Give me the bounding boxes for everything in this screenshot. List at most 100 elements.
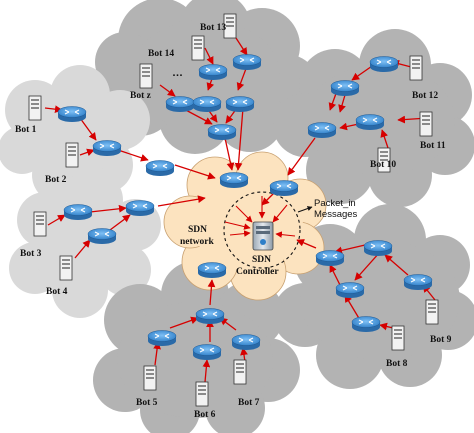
- link-rb-sdn: [296, 239, 317, 249]
- router-icon: [231, 334, 261, 350]
- link-r-r11: [329, 264, 341, 286]
- link-lt-mid: [117, 149, 149, 162]
- link-bot3-r: [47, 214, 66, 226]
- bot-host-icon: [377, 147, 391, 173]
- link-r-r6: [338, 94, 346, 113]
- bot-host-icon: [223, 13, 237, 39]
- link-r-r9: [334, 244, 366, 255]
- label-bot-14: Bot 14: [148, 49, 174, 59]
- label-bot-9: Bot 9: [430, 335, 452, 345]
- bot-host-icon: [391, 325, 405, 351]
- bot-host-icon: [233, 359, 247, 385]
- label-bot-2: Bot 2: [45, 175, 67, 185]
- router-icon: [307, 122, 337, 138]
- link-r-r12: [344, 294, 361, 321]
- bot-host-icon: [139, 63, 153, 89]
- label-bot-z: Bot z: [130, 91, 152, 101]
- router-icon: [369, 56, 399, 72]
- router-icon: [363, 240, 393, 256]
- link-rt-r: [287, 137, 316, 176]
- label-bot-7: Bot 7: [238, 398, 260, 408]
- link-rt-sdn: [261, 191, 276, 206]
- router-icon: [145, 160, 175, 176]
- router-icon: [57, 106, 87, 122]
- router-icon: [330, 80, 360, 96]
- ctrl-arrow-1: [235, 205, 253, 223]
- link-bot5-r: [153, 341, 161, 366]
- router-icon: [192, 344, 222, 360]
- link-bot14-r: [204, 47, 214, 65]
- bot-host-icon: [28, 95, 42, 121]
- router-icon: [192, 96, 222, 112]
- sdn-network-cloud: [163, 151, 327, 301]
- ctrl-arrow-3: [272, 204, 288, 223]
- label-sdn-network-2: network: [180, 237, 214, 247]
- router-icon: [165, 96, 195, 112]
- controller-boundary: [223, 191, 301, 269]
- link-r-r8: [384, 254, 409, 276]
- bot-host-icon: [425, 299, 439, 325]
- router-icon: [125, 200, 155, 216]
- labels: Bot 1 Bot 2 Bot 3 Bot 4 Bot 5 Bot 6 Bot …: [15, 23, 452, 420]
- link-r-r3: [109, 214, 131, 231]
- label-bot-13: Bot 13: [200, 23, 226, 33]
- link-r13-r: [236, 65, 248, 91]
- label-packet-in-2: Messages: [314, 209, 358, 220]
- label-bot-1: Bot 1: [15, 125, 37, 135]
- router-icon: [351, 316, 381, 332]
- link-botz-r: [159, 84, 176, 97]
- router-icon: [87, 228, 117, 244]
- bot-host-icon: [409, 55, 423, 81]
- link-r-r16: [207, 279, 216, 306]
- router-icon: [232, 54, 262, 70]
- router-icon: [63, 204, 93, 220]
- ctrl-arrow-6: [224, 221, 251, 230]
- bot-host-icon: [191, 35, 205, 61]
- bot-host-icon: [33, 211, 47, 237]
- label-sdn-controller-1: SDN: [252, 255, 271, 265]
- router-icon: [207, 124, 237, 140]
- router-icon: [315, 250, 345, 266]
- label-bot-8: Bot 8: [386, 359, 408, 369]
- ellipsis: …: [172, 67, 183, 79]
- bot-host-icon: [143, 365, 157, 391]
- ctrl-arrow-5: [275, 231, 296, 238]
- bot-host-icon: [59, 255, 73, 281]
- link-bot4-r: [74, 239, 91, 259]
- router-icon: [335, 282, 365, 298]
- link-mid-sdn: [174, 164, 216, 180]
- link-bot13-r: [235, 37, 248, 56]
- link-r-r10: [354, 251, 381, 281]
- router-icon: [198, 64, 228, 80]
- ctrl-arrow-4: [229, 230, 251, 237]
- router-icon: [269, 180, 299, 196]
- label-bot-10: Bot 10: [370, 160, 396, 170]
- label-bot-5: Bot 5: [136, 398, 158, 408]
- cloud-left-top: [0, 65, 150, 203]
- links: [44, 37, 436, 383]
- router-icon: [195, 308, 225, 324]
- label-packet-in-1: Packet_in: [314, 198, 356, 209]
- routers: [57, 54, 433, 360]
- label-bot-3: Bot 3: [20, 249, 42, 259]
- link-bot6-r: [202, 359, 211, 383]
- router-icon: [92, 140, 122, 156]
- link-bot10-r: [380, 129, 389, 149]
- router-icon: [147, 330, 177, 346]
- bot-hosts: [28, 13, 439, 407]
- router-icon: [197, 262, 227, 278]
- router-icon: [225, 96, 255, 112]
- bot-host-icon: [419, 111, 433, 137]
- link-r5-sdn: [224, 137, 235, 171]
- label-bot-4: Bot 4: [46, 287, 68, 297]
- label-sdn-network-1: SDN: [188, 225, 207, 235]
- label-bot-6: Bot 6: [194, 410, 216, 420]
- link-r-r13: [169, 316, 199, 329]
- link-bot2-r: [79, 148, 95, 157]
- packet-in-pointer: [297, 206, 313, 213]
- label-bot-12: Bot 12: [412, 91, 438, 101]
- router-icon: [355, 114, 385, 130]
- link-r-r2: [89, 204, 127, 213]
- link-lb-sdn: [157, 195, 206, 207]
